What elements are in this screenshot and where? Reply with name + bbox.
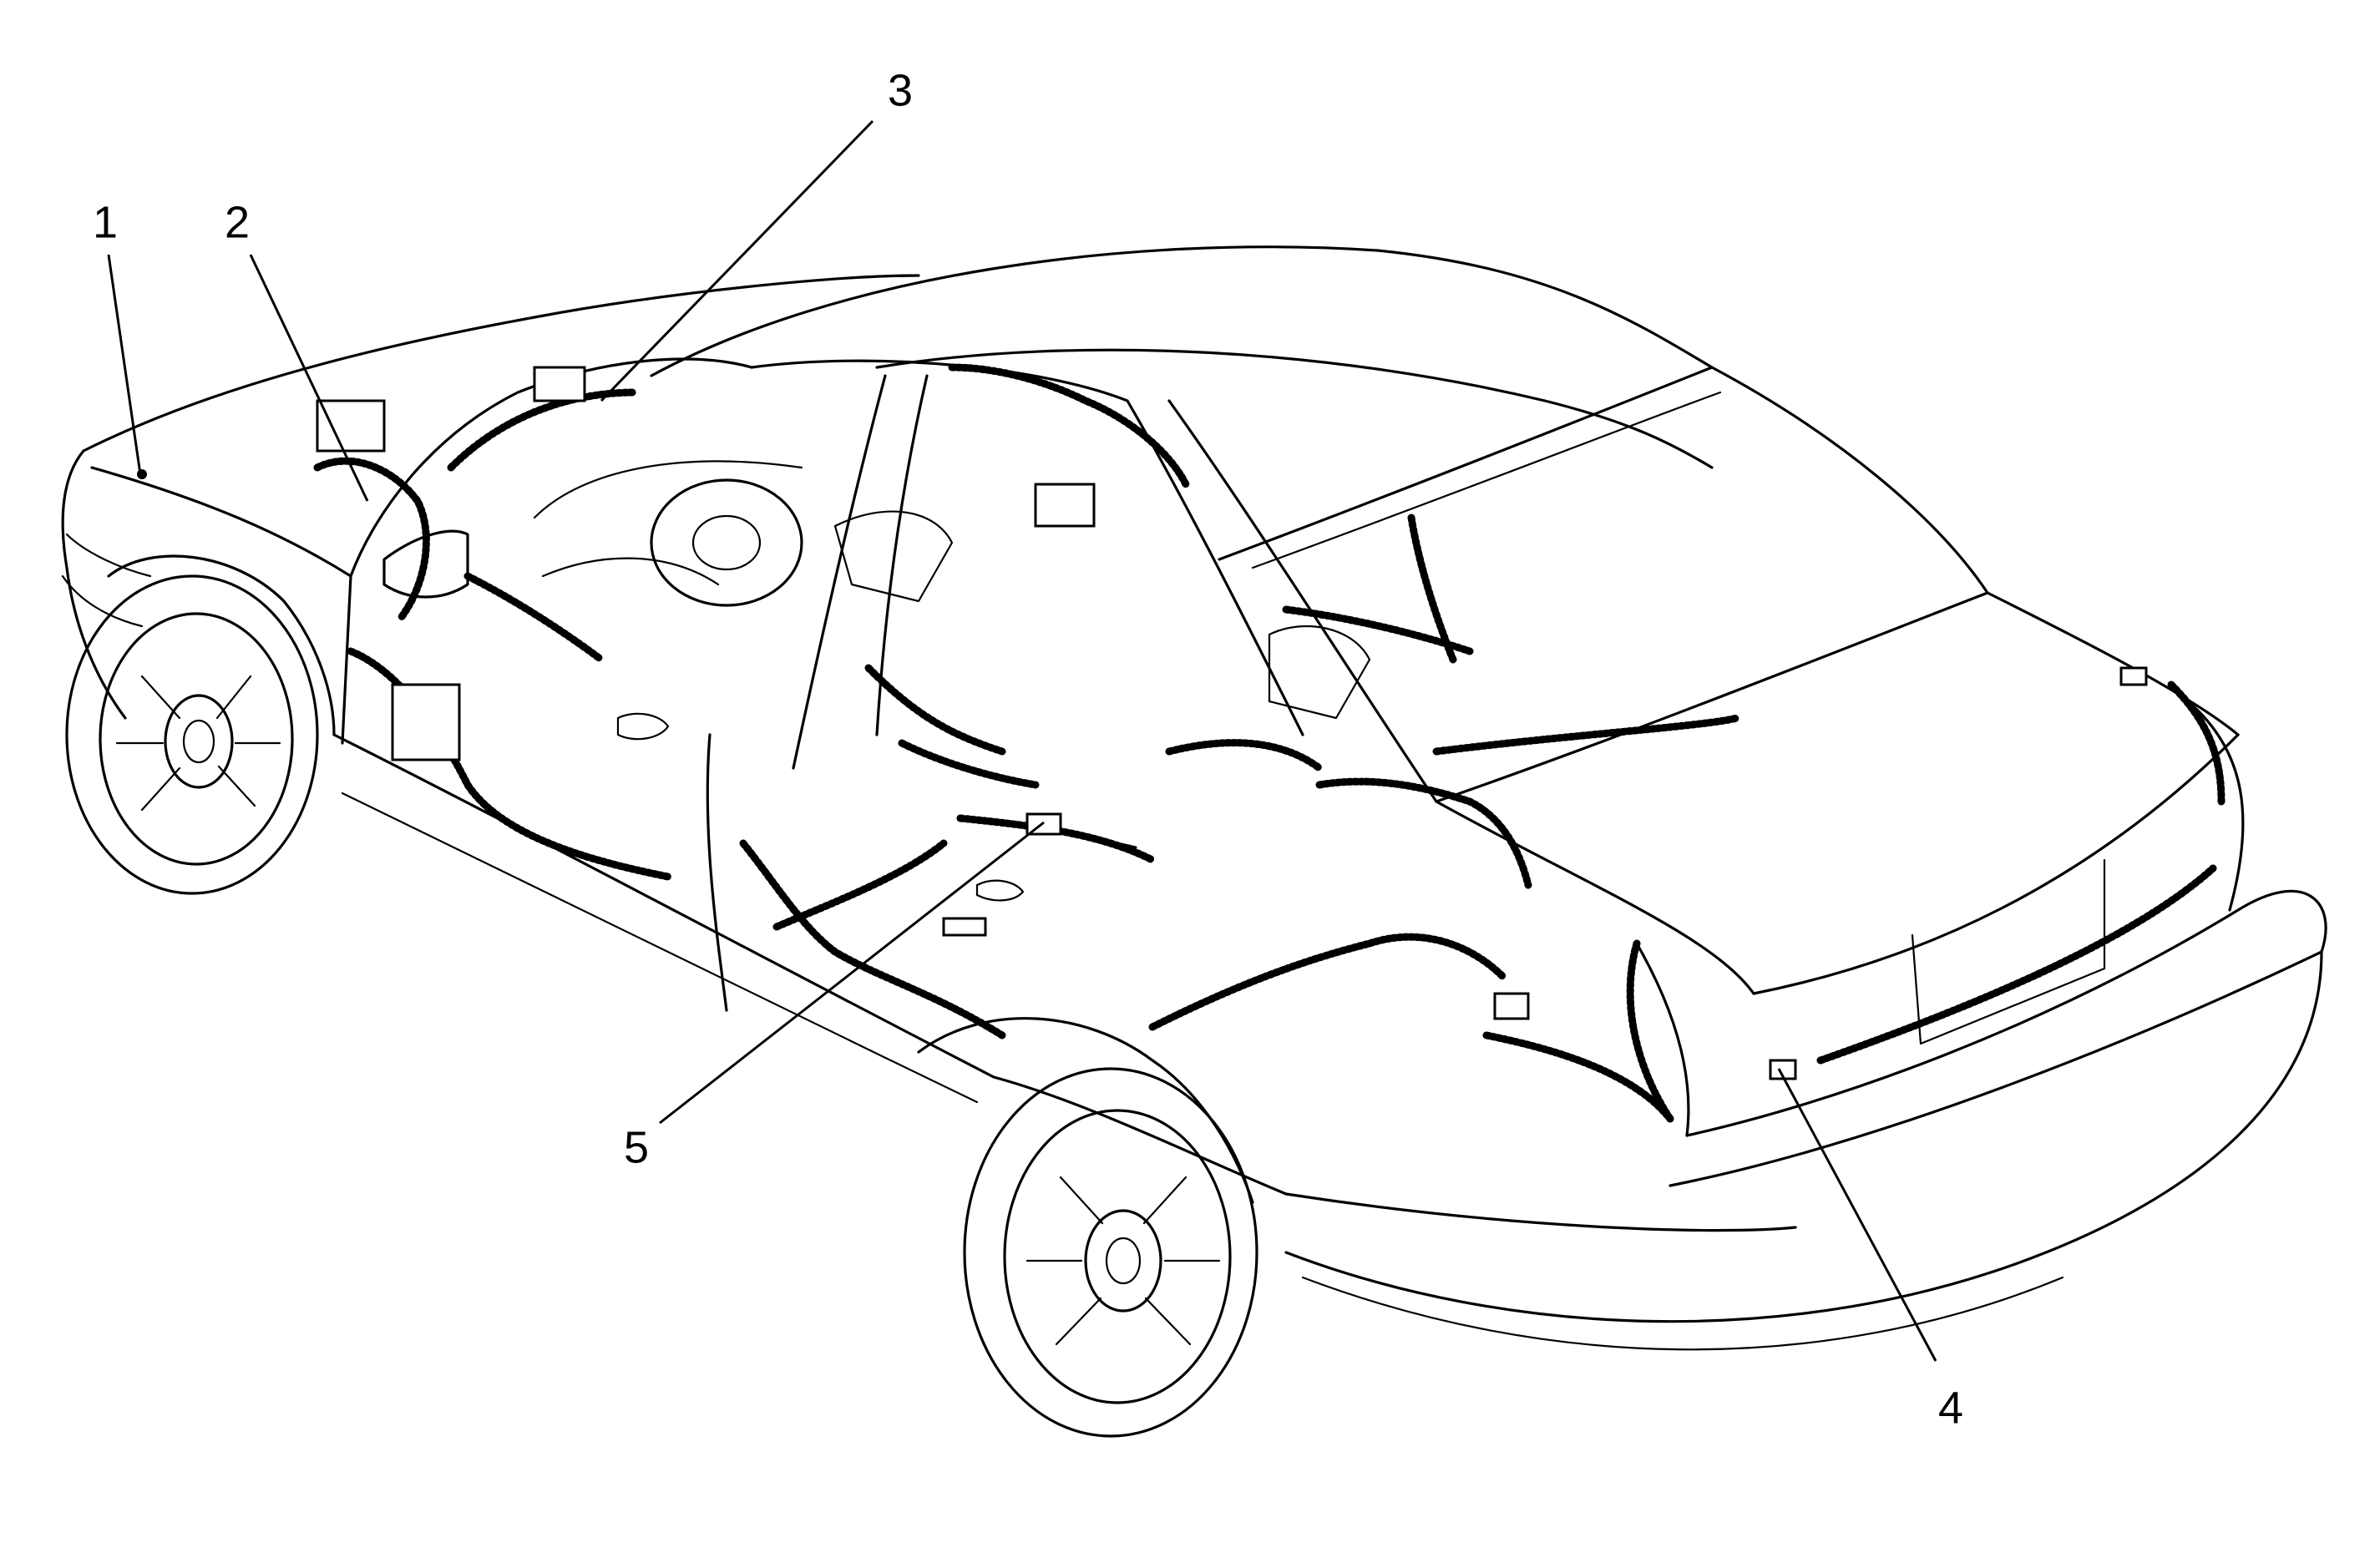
leader-2: [249, 254, 369, 502]
callout-4: 4: [1938, 1383, 1963, 1433]
leader-5: [659, 821, 1045, 1125]
callout-labels: 1 2 3 4 5: [93, 65, 1963, 1433]
callout-leaders: [107, 119, 1937, 1362]
wiring-harness: [313, 363, 2226, 1123]
callout-1: 1: [93, 197, 118, 247]
callout-2: 2: [225, 197, 250, 247]
callout-3: 3: [888, 65, 913, 115]
leader-1: [107, 254, 142, 475]
car-body: [61, 245, 2327, 1438]
engine-fuse-block: [316, 399, 386, 453]
callout-5: 5: [624, 1122, 649, 1172]
leader-4: [1777, 1068, 1937, 1362]
leader-3: [600, 119, 874, 402]
